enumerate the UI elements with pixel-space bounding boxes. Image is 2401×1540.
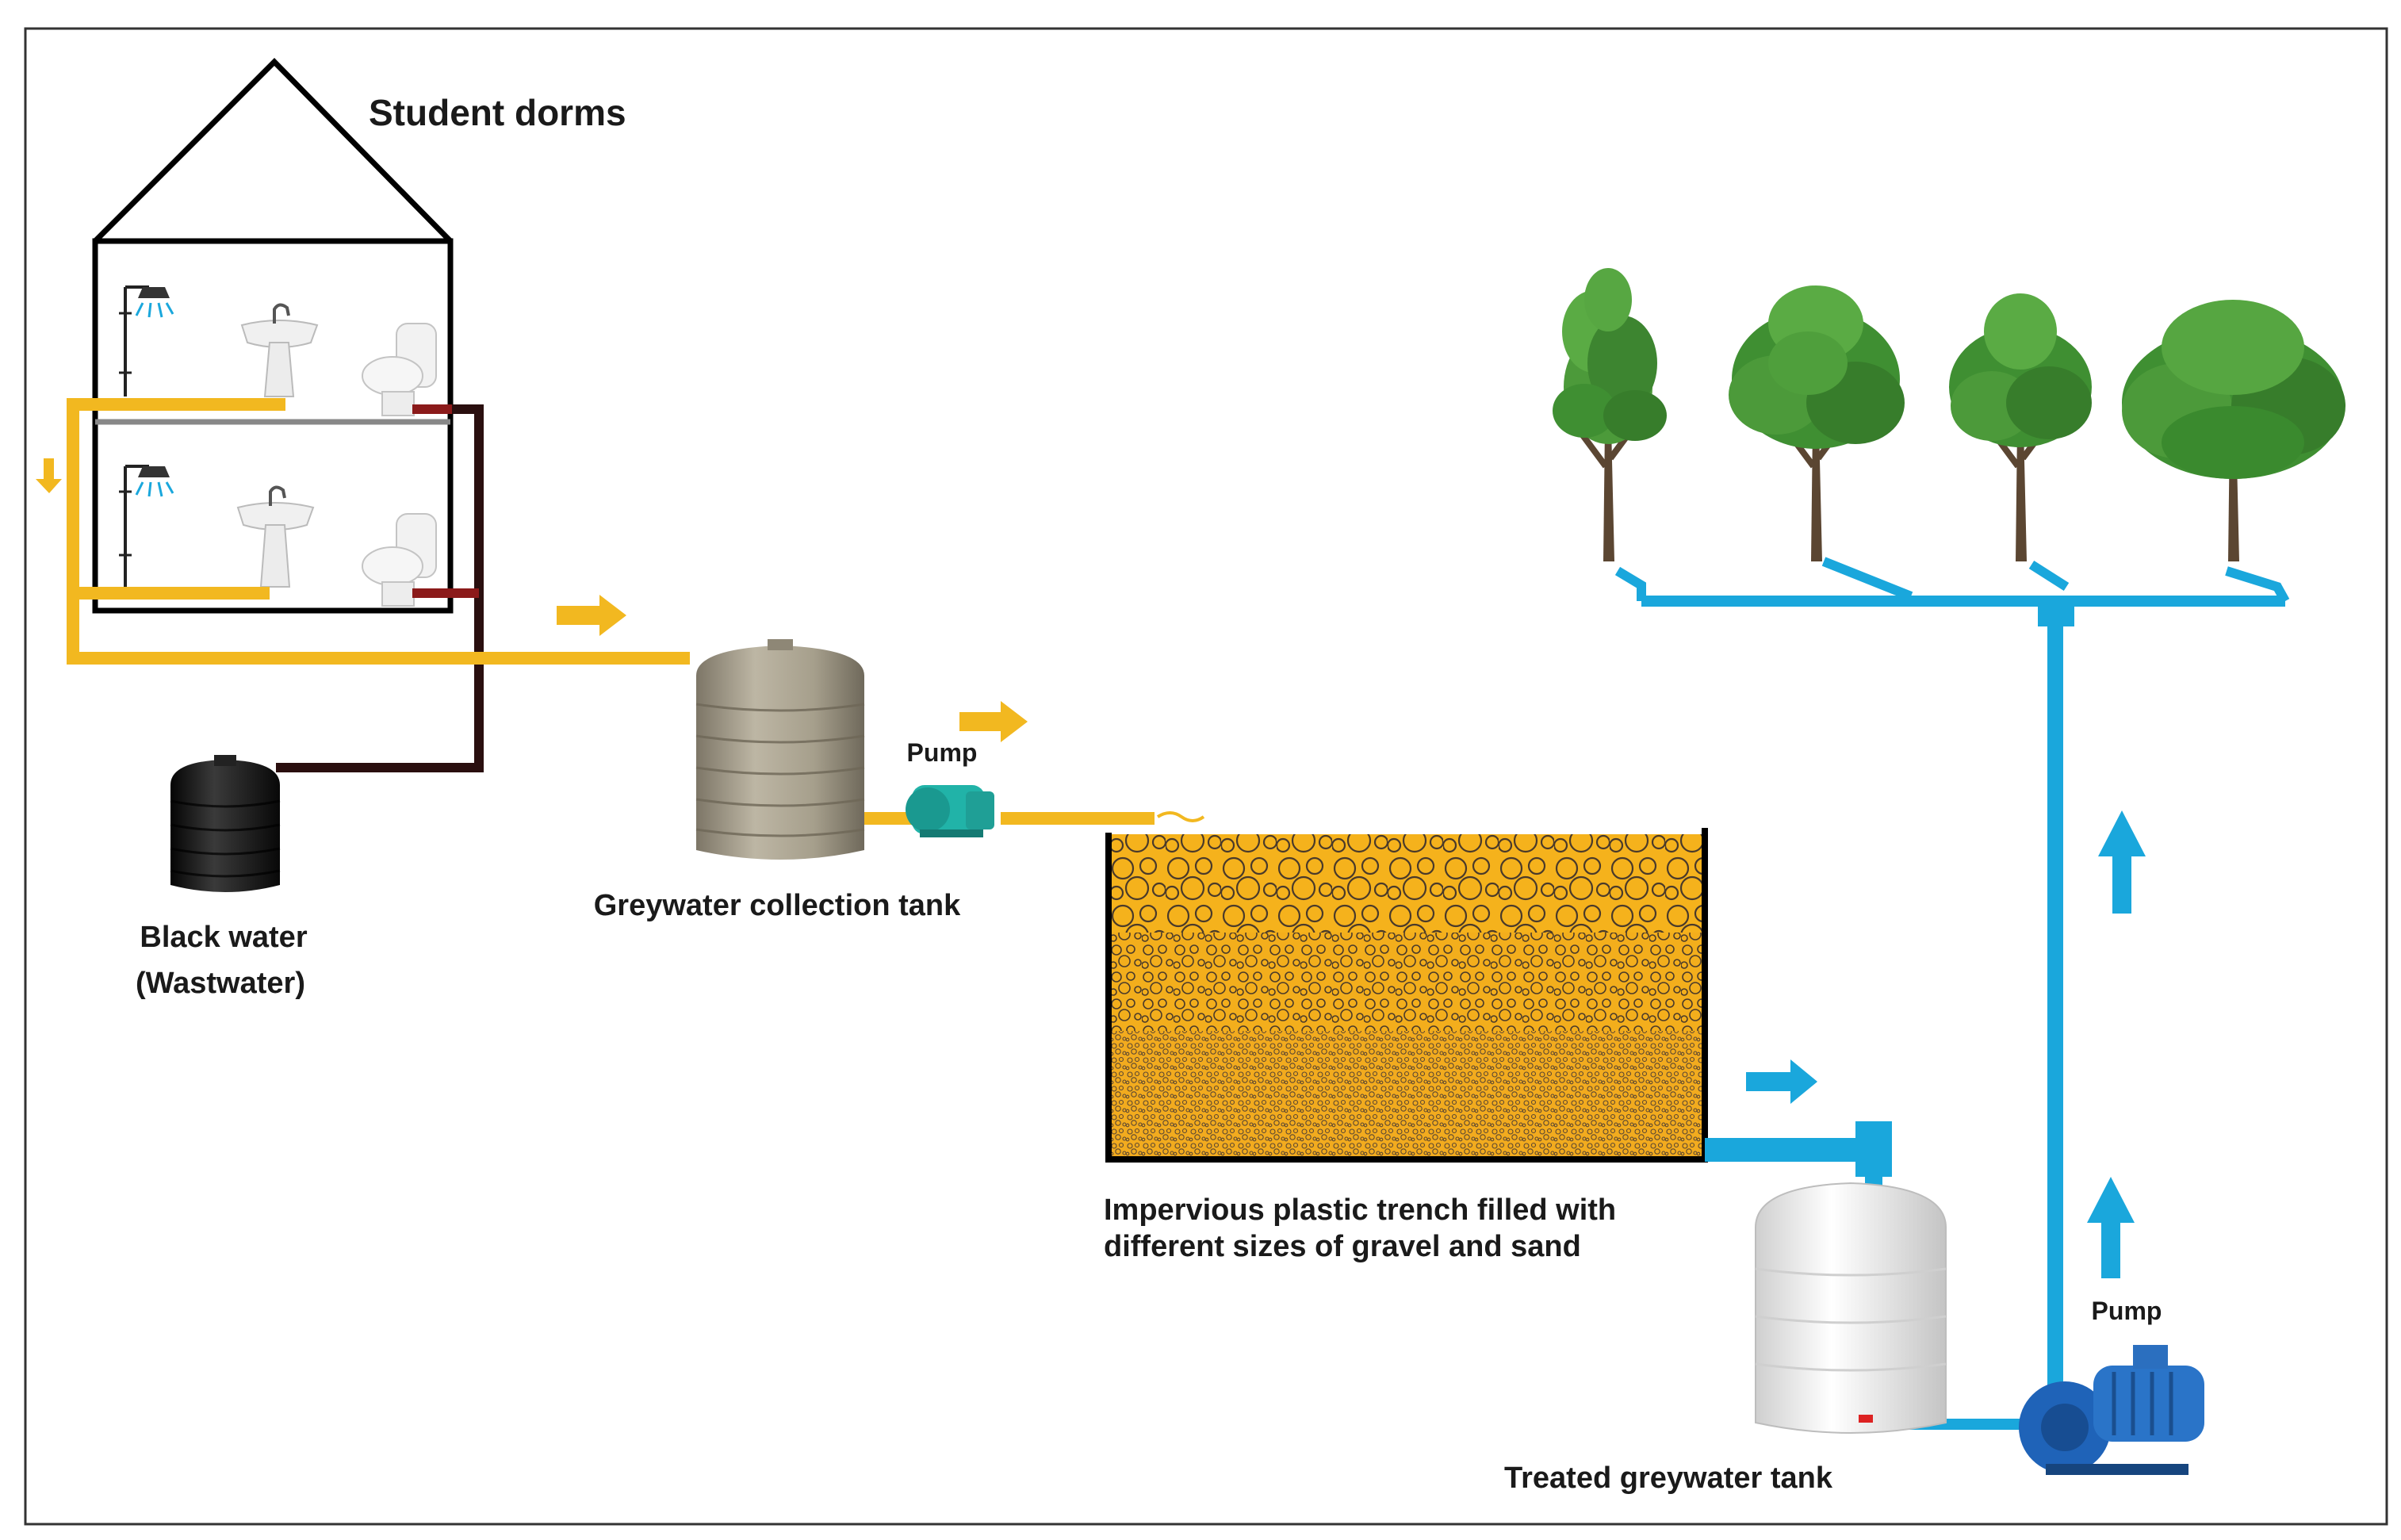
tree-icon xyxy=(2122,300,2345,561)
collection-tank-label: Greywater collection tank xyxy=(594,889,961,922)
treated-water-piping xyxy=(1614,557,2290,1430)
dorms-label: Student dorms xyxy=(369,92,626,133)
black-water-label: Black water xyxy=(140,921,307,954)
sink-icon xyxy=(236,485,315,588)
toilet-icon xyxy=(362,323,437,416)
greywater-collection-tank xyxy=(695,639,865,860)
flow-arrow-icon xyxy=(557,595,626,636)
gravel-sand-trench xyxy=(1105,811,1708,1163)
tree-icon xyxy=(1949,293,2092,561)
tree-icon xyxy=(1553,268,1667,561)
treated-greywater-tank xyxy=(1755,1182,1947,1434)
flow-arrow-icon xyxy=(1746,1059,1817,1104)
trench-sublabel: different sizes of gravel and sand xyxy=(1104,1230,1581,1263)
flow-arrow-icon xyxy=(36,458,62,493)
flow-arrow-icon xyxy=(959,701,1028,742)
dorm-walls xyxy=(92,238,454,614)
pump-icon xyxy=(906,785,994,837)
pump-label: Pump xyxy=(2092,1297,2162,1325)
dorm-roof xyxy=(93,58,453,243)
shower-icon xyxy=(119,285,174,396)
pump-icon xyxy=(2019,1345,2204,1475)
black-water-piping xyxy=(276,404,484,772)
treated-tank-label: Treated greywater tank xyxy=(1504,1461,1833,1495)
black-water-tank xyxy=(170,755,281,892)
sink-icon xyxy=(240,303,319,397)
flow-arrow-icon xyxy=(2098,810,2146,914)
figure-border xyxy=(24,27,2388,1526)
flow-arrow-icon xyxy=(2087,1177,2135,1278)
black-water-sublabel: (Wastwater) xyxy=(136,967,305,1000)
tree-icon xyxy=(1729,285,1905,561)
student-dorms-building: Student dorms xyxy=(92,58,626,614)
pump-label: Pump xyxy=(907,738,978,767)
trench-label: Impervious plastic trench filled with xyxy=(1104,1193,1616,1227)
shower-icon xyxy=(119,465,174,587)
